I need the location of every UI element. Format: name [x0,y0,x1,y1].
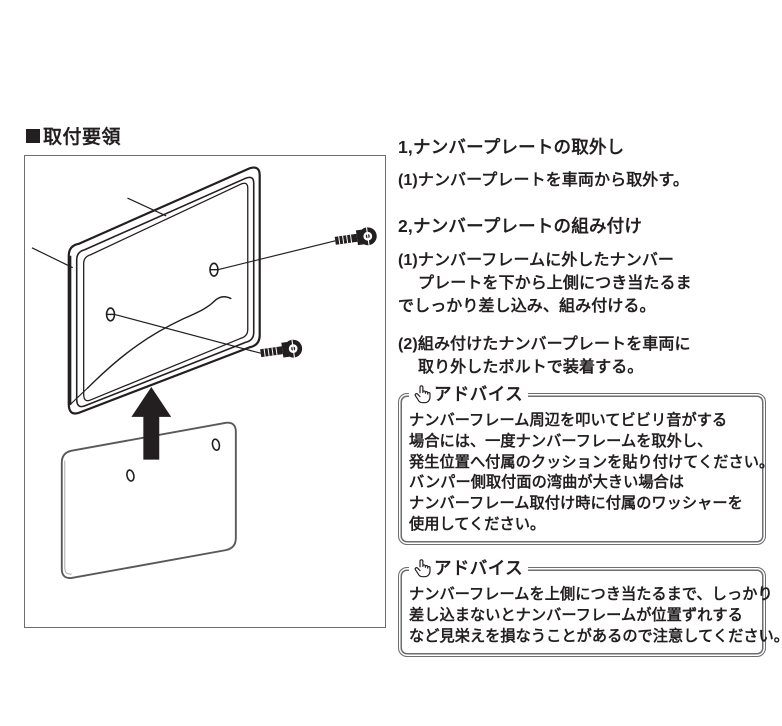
step-3-line-2: 取り外したボルトで装着する。 [418,358,644,376]
advice-box-2-header: アドバイス [409,557,528,580]
advice-1-line-4: バンパー側取付面の湾曲が大きい場合は [409,474,685,492]
insertion-direction-arrow [131,387,172,460]
step-2-line-3: でしっかり差し込み、組み付ける。 [398,298,656,316]
step-3-body: (2)組み付けたナンバープレートを車両に 取り外したボルトで装着する。 [398,333,766,380]
mounting-bolts [260,227,377,358]
pointing-hand-icon [413,558,432,578]
advice-1-line-2: 場合には、一度ナンバーフレームを取外し、 [409,433,713,451]
advice-1-line-5: ナンバーフレーム取付け時に付属のワッシャーを [409,495,743,513]
step-3-line-1: (2)組み付けたナンバープレートを車両に [398,335,691,353]
plate-bolt-hole-right [211,438,221,451]
step-2-title: 2,ナンバープレートの組み付け [398,216,643,237]
plate-bolt-hole-left [126,469,135,482]
advice-2-line-3: など見栄えを損なうことがあるので注意してください。 [409,627,782,645]
advice-1-line-6: 使用してください。 [409,515,546,533]
advice-1-line-3: 発生位置へ付属のクッションを貼り付けてください。 [409,453,775,471]
advice-box-2: アドバイス ナンバーフレームを上側につき当たるまで、しっかり 差し込まないとナン… [398,557,782,658]
step-2-line-2: プレートを下から上側につき当たるま [418,274,692,292]
advice-box-1-header: アドバイス [409,383,528,406]
step-2-body: (1)ナンバーフレームに外したナンバー プレートを下から上側につき当たるま でし… [398,249,766,319]
advice-box-2-text: ナンバーフレームを上側につき当たるまで、しっかり 差し込まないとナンバーフレーム… [409,585,782,647]
number-plate-frame-assembly-illustration [31,166,377,579]
diagram-panel [24,155,386,628]
advice-2-line-1: ナンバーフレームを上側につき当たるまで、しっかり [409,586,773,604]
number-frame [67,166,261,415]
page-title: 取付要領 [26,122,121,149]
bolt-lower [260,339,303,358]
step-1-title: 1,ナンバープレートの取外し [398,137,625,157]
page-title-text: 取付要領 [43,127,122,148]
leader-lines [31,197,336,406]
instructions-column: 1,ナンバープレートの取外し (1)ナンバープレートを車両から取外す。 2,ナン… [398,136,782,658]
advice-box-1-text: ナンバーフレーム周辺を叩いてビビリ音がする 場合には、一度ナンバーフレームを取外… [409,411,775,535]
advice-box-1: アドバイス ナンバーフレーム周辺を叩いてビビリ音がする 場合には、一度ナンバーフ… [398,383,775,546]
step-2-line-1: (1)ナンバーフレームに外したナンバー [398,251,675,269]
square-bullet-icon [26,128,40,143]
bolt-upper [334,227,377,246]
advice-box-1-label: アドバイス [434,383,523,404]
advice-2-line-2: 差し込まないとナンバーフレームが位置ずれする [409,607,743,625]
pointing-hand-icon [413,384,432,404]
spacer [398,206,766,215]
advice-1-line-1: ナンバーフレーム周辺を叩いてビビリ音がする [409,412,728,430]
number-plate [60,421,237,579]
step-1-body: (1)ナンバープレートを車両から取外す。 [398,169,766,192]
step-1-line-1: (1)ナンバープレートを車両から取外す。 [398,172,689,190]
advice-box-2-label: アドバイス [434,557,523,578]
